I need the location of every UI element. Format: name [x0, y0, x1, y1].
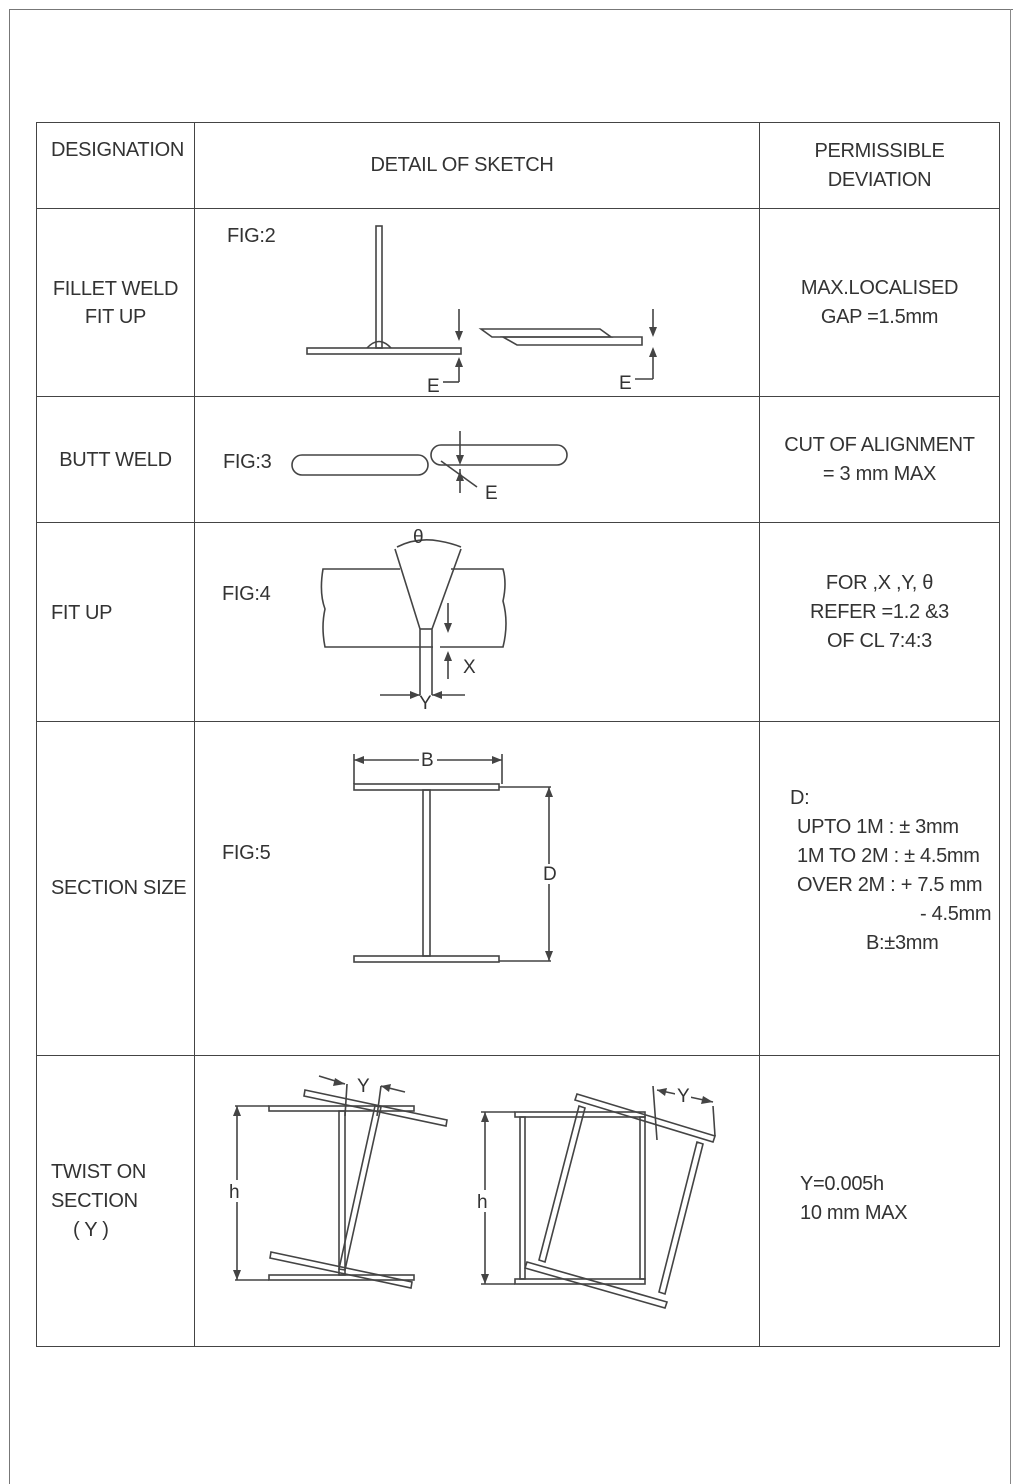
bottom-flange [353, 955, 500, 963]
reference-top-flange [514, 1111, 646, 1118]
sketch-cell: FIG:3 E [194, 396, 760, 523]
fig-label: FIG:2 [227, 225, 276, 247]
tolerance-table: DESIGNATION DETAIL OF SKETCH PERMISSIBLE… [36, 122, 1000, 1347]
groove-right-face [431, 548, 462, 695]
sketch-cell: FIG:4 [194, 522, 760, 722]
designation-cell: FILLET WELD FIT UP [36, 208, 195, 397]
twist-deviation: Y=0.005h 10 mm MAX [800, 1173, 908, 1224]
h-label: h [477, 1192, 487, 1213]
reference-bottom-flange [268, 1274, 415, 1281]
table-row: FILLET WELD FIT UP FIG:2 [36, 208, 1000, 397]
web [422, 789, 431, 957]
y-label: Y [357, 1076, 370, 1097]
left-plate [291, 454, 429, 476]
vertical-plate [375, 225, 383, 349]
twisted-web [538, 1104, 586, 1264]
scan-edge-right [1010, 9, 1011, 1484]
upper-lap-plate [478, 328, 614, 338]
lower-lap-plate [499, 336, 643, 346]
sketch-cell: FIG:5 [194, 721, 760, 1056]
deviation-cell: D: UPTO 1M : ± 3mm 1M TO 2M : ± 4.5mm OV… [759, 721, 1000, 1056]
b-label: B [421, 750, 433, 771]
e-label: E [619, 373, 631, 394]
e-label: E [427, 376, 439, 397]
deviation-cell: FOR ,X ,Y, θ REFER =1.2 &3 OF CL 7:4:3 [759, 522, 1000, 722]
fillet-bead [366, 340, 392, 349]
designation-cell: SECTION SIZE [36, 721, 195, 1056]
fig-label: FIG:4 [222, 583, 271, 605]
scan-edge-top [10, 9, 1013, 10]
header-designation: DESIGNATION [36, 122, 195, 209]
header-detail: DETAIL OF SKETCH [194, 122, 760, 209]
deviation-cell: MAX.LOCALISED GAP =1.5mm [759, 208, 1000, 397]
theta-label: θ [413, 527, 423, 548]
base-plate [306, 347, 462, 355]
right-plate [430, 444, 568, 466]
deviation-cell: CUT OF ALIGNMENT = 3 mm MAX [759, 396, 1000, 523]
header-row: DESIGNATION DETAIL OF SKETCH PERMISSIBLE… [36, 122, 1000, 209]
x-label: X [463, 657, 476, 678]
d-label: D [543, 864, 556, 885]
section-size-sketch: B D [353, 750, 557, 963]
scan-edge-left [9, 9, 10, 1484]
designation-cell: TWIST ON SECTION ( Y ) [36, 1055, 195, 1347]
table-row: FIT UP FIG:4 [36, 522, 1000, 722]
table-row: SECTION SIZE FIG:5 [36, 721, 1000, 1056]
groove-left-face [394, 548, 421, 695]
top-flange [353, 783, 500, 791]
twisted-bottom-flange [523, 1261, 669, 1309]
twisted-bottom-flange [269, 1251, 413, 1289]
y-label: Y [677, 1086, 690, 1107]
reference-web [519, 1116, 526, 1280]
twisted-top-flange [303, 1089, 448, 1127]
header-deviation: PERMISSIBLE DEVIATION [759, 122, 1000, 209]
designation-cell: BUTT WELD [36, 396, 195, 523]
butt-weld-sketch: E [291, 431, 568, 504]
table-row: TWIST ON SECTION ( Y ) [36, 1055, 1000, 1347]
twisted-web [658, 1140, 704, 1296]
h-label: h [229, 1182, 239, 1203]
sketch-cell: h h Y Y [194, 1055, 760, 1347]
e-label: E [485, 483, 497, 504]
left-plate [320, 568, 433, 648]
fit-up-sketch: θ X Y [320, 527, 507, 714]
designation-cell: FIT UP [36, 522, 195, 722]
y-label: Y [419, 693, 432, 714]
twist-sketch: h h Y Y [227, 1075, 717, 1309]
fillet-weld-sketch: E E [306, 225, 657, 397]
deviation-cell: Y=0.005h 10 mm MAX [759, 1055, 1000, 1347]
fig-label: FIG:3 [223, 451, 272, 473]
reference-web [338, 1110, 346, 1276]
fig-label: FIG:5 [222, 842, 271, 864]
angle-arc [396, 539, 462, 548]
table-row: BUTT WELD FIG:3 E CUT OF ALIGNMEN [36, 396, 1000, 523]
right-plate [440, 568, 507, 648]
section-size-deviation: D: UPTO 1M : ± 3mm 1M TO 2M : ± 4.5mm OV… [790, 787, 992, 954]
twisted-top-flange [573, 1093, 717, 1143]
sketch-cell: FIG:2 [194, 208, 760, 397]
